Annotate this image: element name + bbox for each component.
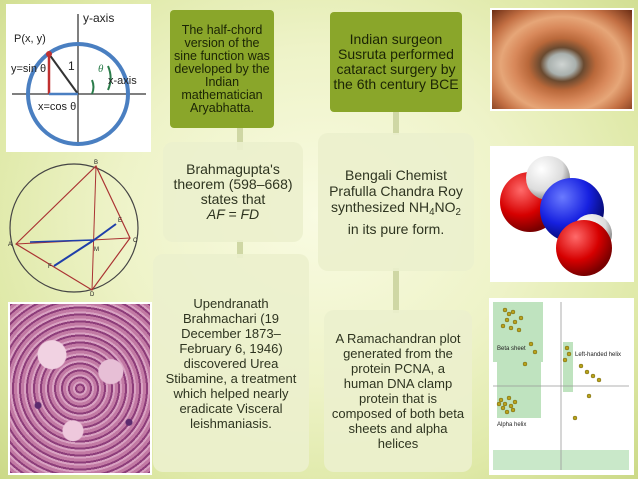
brahmagupta-box: Brahmagupta's theorem (598–668) states t… [163, 142, 303, 242]
label-A: A [8, 242, 12, 248]
molecule-image [490, 146, 634, 282]
sin-label: y=sin θ [11, 63, 46, 75]
brahmagupta-text: Brahmagupta's theorem (598–668) states t… [173, 161, 293, 207]
oxygen-atom [556, 220, 612, 276]
label-D: D [90, 292, 95, 296]
connector-line [237, 120, 243, 150]
cataract-eye-image [490, 8, 634, 111]
ramachandran-box: A Ramachandran plot generated from the p… [324, 310, 472, 472]
prafulla-box: Bengali Chemist Prafulla Chandra Roy syn… [318, 133, 474, 271]
ramachandran-text: A Ramachandran plot generated from the p… [331, 331, 465, 451]
label-M: M [94, 247, 99, 253]
label-C: C [133, 238, 138, 244]
brahmagupta-diagram: A B C D E F M [8, 158, 148, 298]
x-axis-label: x-axis [108, 75, 137, 87]
point-label: P(x, y) [14, 33, 46, 45]
aryabhatta-text: The half-chord version of the sine funct… [174, 22, 270, 115]
unit-circle-image: y-axis x-axis P(x, y) y=sin θ x=cos θ θ … [6, 4, 151, 152]
left-handed-helix-label: Left-handed helix [575, 352, 621, 358]
brahmagupta-equation: AF = FD [206, 206, 260, 222]
upendranath-box: Upendranath Brahmachari (19 December 187… [153, 254, 309, 472]
aryabhatta-box: The half-chord version of the sine funct… [170, 10, 274, 128]
ramachandran-plot-image: Beta sheet Left-handed helix Alpha helix [489, 298, 634, 475]
alpha-helix-label: Alpha helix [497, 422, 526, 428]
cos-label: x=cos θ [38, 101, 76, 113]
prafulla-text: Bengali Chemist Prafulla Chandra Roy syn… [329, 167, 463, 237]
connector-line [393, 110, 399, 135]
susruta-text: Indian surgeon Susruta performed catarac… [333, 31, 459, 92]
connector-line [393, 268, 399, 313]
susruta-box: Indian surgeon Susruta performed catarac… [330, 12, 462, 112]
y-axis-label: y-axis [83, 11, 114, 25]
label-B: B [94, 160, 98, 166]
beta-sheet-label: Beta sheet [497, 346, 526, 352]
upendranath-text: Upendranath Brahmachari (19 December 187… [165, 295, 297, 431]
label-E: E [118, 218, 122, 224]
connector-line [237, 240, 243, 258]
radius-label: 1 [68, 59, 75, 73]
histology-image [8, 302, 152, 475]
label-F: F [48, 264, 52, 270]
theta-label: θ [98, 63, 104, 75]
